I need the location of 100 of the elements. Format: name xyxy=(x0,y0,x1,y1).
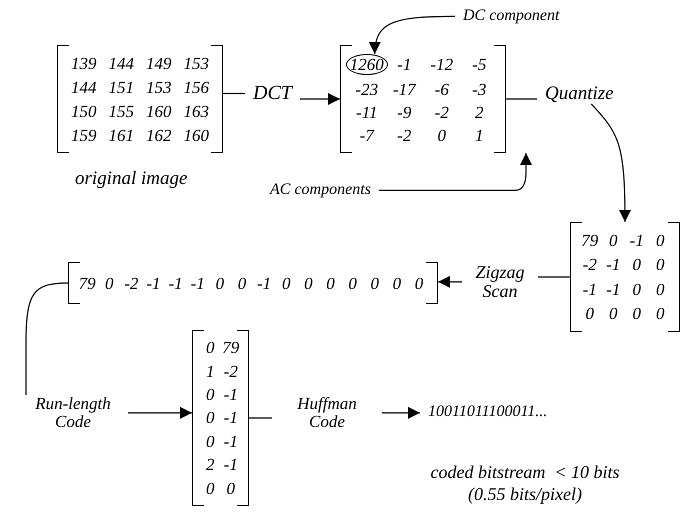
matrix-value: -2 xyxy=(224,362,238,380)
matrix-value: -23 xyxy=(355,81,378,98)
arrow xyxy=(590,104,631,222)
matrix-value: -12 xyxy=(430,56,454,73)
matrix-value: 151 xyxy=(108,78,134,96)
matrix-value: -17 xyxy=(392,81,416,98)
matrix-value: 0 xyxy=(632,256,641,274)
matrix-value: -6 xyxy=(434,81,449,98)
arrow xyxy=(369,16,455,54)
connector-line xyxy=(249,417,272,419)
step-label: Quantize xyxy=(537,84,622,104)
step-label: AC components xyxy=(262,182,379,199)
matrix-value: -1 xyxy=(224,456,238,474)
step-label: Run-length Code xyxy=(18,395,128,431)
matrix xyxy=(192,330,249,506)
matrix-value: 0 xyxy=(226,480,235,497)
matrix-value: 0 xyxy=(392,274,402,292)
matrix-value: 0 xyxy=(104,274,114,292)
matrix-value: 79 xyxy=(222,339,240,356)
matrix-value: 0 xyxy=(206,339,214,356)
matrix-value: -1 xyxy=(168,274,183,292)
matrix-value: 162 xyxy=(146,126,172,144)
step-label: 10011011100011... xyxy=(420,404,556,421)
connector-line xyxy=(538,276,570,278)
matrix-value: 0 xyxy=(216,274,224,292)
matrix-value: -1 xyxy=(224,432,238,450)
matrix-value: 144 xyxy=(108,54,134,72)
matrix-value: -5 xyxy=(472,56,486,73)
matrix-value: -3 xyxy=(472,81,486,98)
arrow xyxy=(378,153,532,191)
matrix-value: 0 xyxy=(206,409,214,426)
connector-line xyxy=(223,92,245,94)
matrix-value: -7 xyxy=(360,127,374,144)
matrix-value: -1 xyxy=(256,274,272,292)
matrix-value: 0 xyxy=(348,274,357,292)
matrix-value: 156 xyxy=(184,78,209,96)
matrix-value: -2 xyxy=(434,104,449,121)
matrix xyxy=(340,45,506,153)
step-label: DC component xyxy=(455,8,568,25)
matrix-value: 0 xyxy=(238,274,246,292)
matrix-value: 0 xyxy=(632,305,641,322)
matrix-value: 0 xyxy=(304,274,313,292)
matrix-value: 0 xyxy=(656,232,664,249)
matrix-value: -2 xyxy=(397,127,412,144)
matrix xyxy=(570,222,680,332)
matrix-value: 0 xyxy=(370,274,379,292)
matrix-value: 2 xyxy=(475,104,484,121)
matrix-value: 0 xyxy=(609,232,618,249)
matrix-value: 153 xyxy=(146,78,172,96)
connector-line xyxy=(25,282,68,395)
arrow xyxy=(382,406,420,419)
node-label: original image xyxy=(75,167,188,191)
matrix-value: 79 xyxy=(581,232,598,249)
matrix-value: -11 xyxy=(356,104,378,121)
matrix-value: 0 xyxy=(206,432,214,450)
arrow xyxy=(438,276,462,288)
matrix-value: 0 xyxy=(656,256,664,274)
matrix-value: -9 xyxy=(397,104,412,121)
matrix-value: 0 xyxy=(656,305,664,322)
matrix-value: 159 xyxy=(71,126,96,144)
matrix-value: 1 xyxy=(475,127,484,144)
arrow xyxy=(128,406,192,419)
matrix-value: 163 xyxy=(184,102,209,120)
matrix-value: -2 xyxy=(582,256,597,274)
matrix-value: -1 xyxy=(606,280,620,298)
note: (0.55 bits/pixel) xyxy=(468,484,582,506)
matrix-value: 0 xyxy=(414,274,424,292)
matrix-value: 0 xyxy=(586,305,594,322)
matrix-value: -1 xyxy=(146,274,161,292)
matrix-value: 0 xyxy=(438,127,446,144)
matrix-value: 0 xyxy=(282,274,290,292)
matrix-value: 2 xyxy=(206,456,214,474)
step-label: Zigzag Scan xyxy=(462,263,538,301)
matrix-value: 0 xyxy=(609,305,618,322)
circled-value: 1260 xyxy=(346,54,388,75)
note: coded bitstream < 10 bits xyxy=(430,462,620,484)
matrix-value: -1 xyxy=(224,386,238,404)
matrix-value: -1 xyxy=(190,274,205,292)
matrix-value: -1 xyxy=(397,56,412,73)
matrix-value: 160 xyxy=(184,126,209,144)
matrix-value: 149 xyxy=(146,54,172,72)
matrix-value: 160 xyxy=(146,102,172,120)
matrix-value: 0 xyxy=(206,386,214,404)
matrix-value: -1 xyxy=(606,256,620,274)
matrix-value: 153 xyxy=(184,54,209,72)
connector-line xyxy=(506,98,537,100)
matrix-value: -1 xyxy=(224,409,238,426)
matrix-value: 155 xyxy=(108,102,134,120)
matrix-value: 0 xyxy=(206,480,214,497)
matrix xyxy=(68,262,438,304)
matrix-value: 150 xyxy=(71,102,96,120)
matrix-value: 0 xyxy=(656,280,664,298)
arrow xyxy=(300,93,340,105)
step-label: Huffman Code xyxy=(272,395,382,431)
matrix-value: 161 xyxy=(108,126,134,144)
matrix-value: -1 xyxy=(630,232,644,249)
matrix-value: 0 xyxy=(632,280,641,298)
matrix-value: 1 xyxy=(206,362,214,380)
matrix-value: 79 xyxy=(78,274,96,292)
matrix-value: 139 xyxy=(71,54,96,72)
